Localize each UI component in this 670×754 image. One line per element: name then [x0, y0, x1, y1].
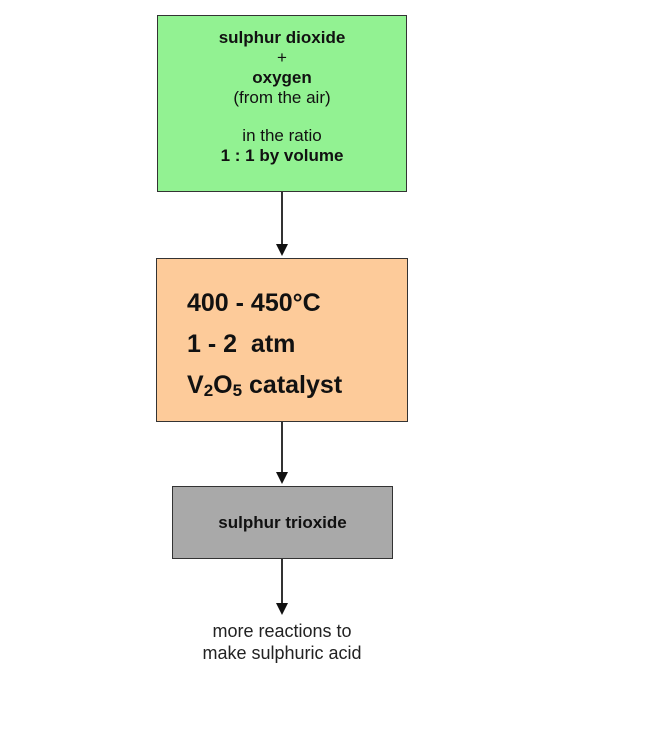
reactants-box: sulphur dioxide + oxygen (from the air) …: [157, 15, 407, 192]
plus-sign: +: [277, 48, 287, 67]
reactant-oxygen: oxygen: [252, 68, 312, 87]
product-box: sulphur trioxide: [172, 486, 393, 559]
arrow-down-icon: [276, 559, 288, 615]
conditions-box: 400 - 450°C 1 - 2 atm V2O5 catalyst: [156, 258, 408, 422]
arrow-down-icon: [276, 192, 288, 256]
oxygen-source: (from the air): [233, 88, 331, 107]
result-text: more reactions to make sulphuric acid: [132, 620, 432, 664]
catalyst-o-subscript: 5: [232, 381, 243, 400]
ratio-value: 1 : 1 by volume: [220, 146, 344, 165]
pressure: 1 - 2 atm: [187, 330, 296, 358]
temperature: 400 - 450°C: [187, 289, 321, 317]
catalyst-o: O: [213, 371, 233, 399]
catalyst-label: catalyst: [242, 371, 343, 399]
product-label: sulphur trioxide: [218, 513, 347, 532]
reactant-sulphur-dioxide: sulphur dioxide: [218, 28, 346, 47]
arrow-down-icon: [276, 422, 288, 484]
result-line-1: more reactions to: [212, 621, 352, 641]
ratio-label: in the ratio: [242, 126, 322, 145]
catalyst-v: V: [187, 371, 204, 399]
catalyst: V2O5 catalyst: [187, 365, 407, 406]
catalyst-v-subscript: 2: [203, 381, 214, 400]
result-line-2: make sulphuric acid: [202, 643, 362, 663]
